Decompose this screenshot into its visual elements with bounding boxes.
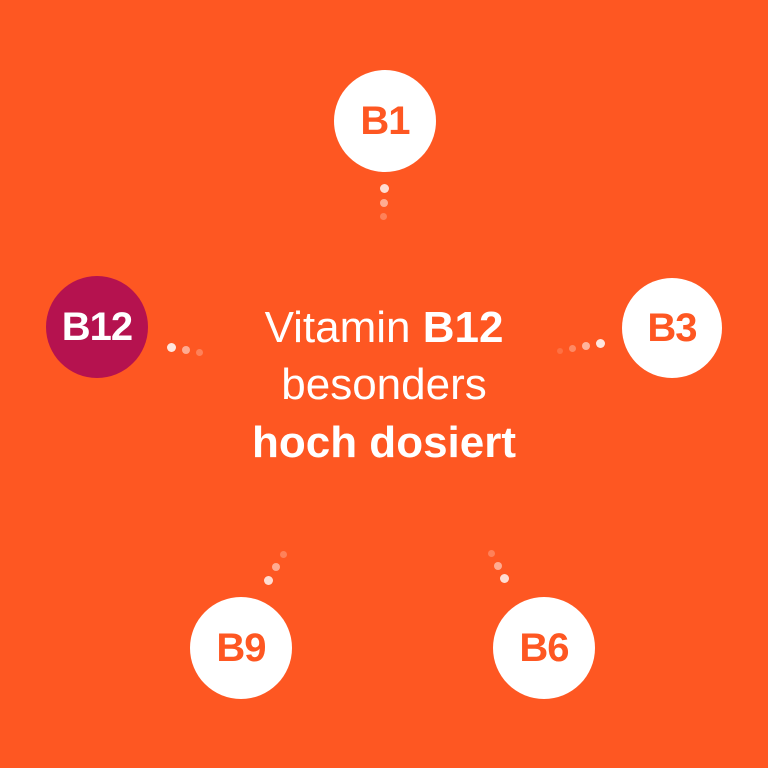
connector-dot	[380, 184, 389, 193]
connector-dot	[380, 213, 387, 220]
node-b12: B12	[46, 276, 148, 378]
node-b6: B6	[493, 597, 595, 699]
connector-dot	[182, 346, 190, 354]
connector-dot	[582, 342, 590, 350]
connector-dot	[596, 339, 605, 348]
connector-dot	[494, 562, 502, 570]
node-b1: B1	[334, 70, 436, 172]
connector-dot	[167, 343, 176, 352]
node-b1-label: B1	[360, 98, 410, 143]
connector-dot	[500, 574, 509, 583]
node-b9-label: B9	[216, 625, 266, 670]
connector-dot	[196, 349, 203, 356]
headline-line-2: besonders	[281, 360, 487, 409]
headline-line-3: hoch dosiert	[251, 418, 517, 467]
node-b12-label: B12	[61, 304, 133, 349]
connector-dot	[569, 345, 576, 352]
headline-prefix: Vitamin	[264, 303, 423, 352]
connector-dot	[280, 551, 287, 558]
connector-dot	[380, 199, 388, 207]
headline-bold: B12	[422, 303, 504, 352]
connector-dot	[272, 563, 280, 571]
node-b6-label: B6	[519, 625, 569, 670]
center-headline: Vitamin B12 besonders hoch dosiert	[200, 300, 568, 472]
headline-line-1: Vitamin B12	[200, 300, 568, 356]
connector-dot	[264, 576, 273, 585]
connector-dot	[488, 550, 495, 557]
node-b9: B9	[190, 597, 292, 699]
connector-dot	[557, 348, 563, 354]
node-b3-label: B3	[647, 305, 697, 350]
node-b3: B3	[622, 278, 722, 378]
